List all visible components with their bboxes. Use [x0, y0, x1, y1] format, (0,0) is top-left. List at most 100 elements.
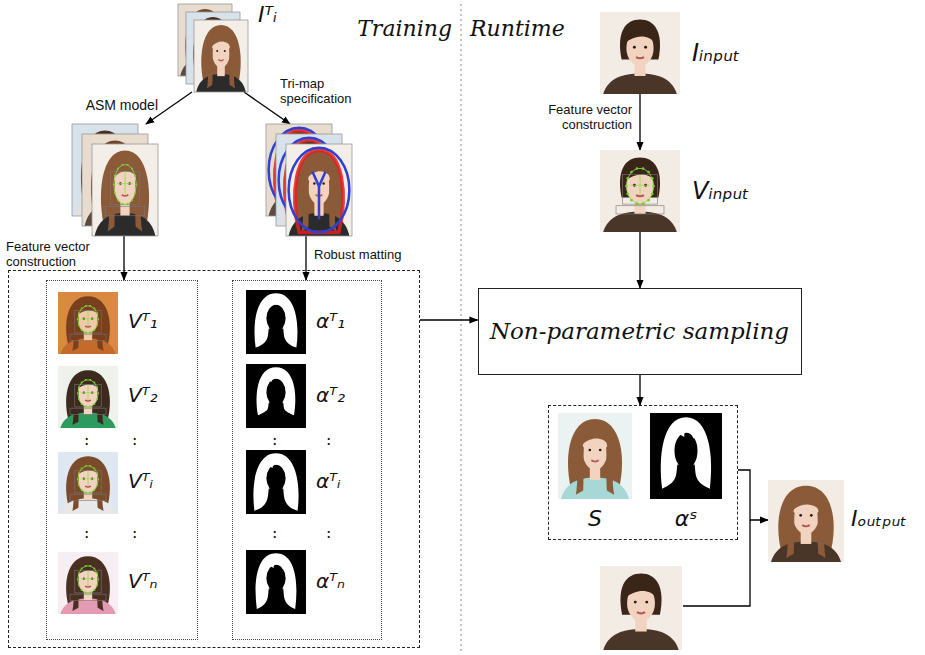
photo-picture — [246, 364, 306, 428]
feature-box — [75, 571, 101, 593]
mouth-line — [591, 460, 598, 461]
hair-matte — [257, 367, 296, 415]
asm-point — [96, 572, 98, 574]
asm-point — [89, 465, 91, 467]
photo-picture — [600, 12, 680, 94]
asm-point — [96, 312, 98, 314]
asm-point — [93, 568, 95, 570]
node-label: Vᵀₙ — [128, 570, 157, 593]
asm-point — [117, 168, 119, 170]
asm-point — [77, 318, 79, 320]
eye-dot — [313, 182, 315, 184]
hair-bangs — [792, 493, 821, 511]
shoulder-shape — [60, 499, 115, 515]
photo-picture — [72, 124, 158, 236]
node-label: αˢ — [650, 506, 722, 531]
node-label: Vᵢₙₚᵤₜ — [692, 178, 749, 206]
input-feature-photo: Vᵢₙₚᵤₜ — [600, 150, 680, 232]
asm-point — [121, 164, 123, 166]
feature-box — [70, 334, 106, 340]
asm-point — [81, 589, 83, 591]
ellipsis-mark: : — [84, 524, 89, 542]
hair-strand — [97, 314, 104, 351]
hair-matte — [256, 553, 297, 609]
shoulder-shape — [60, 413, 115, 429]
asm-point — [96, 484, 98, 486]
asm-point — [113, 183, 115, 185]
photo-picture — [558, 413, 632, 499]
process-box: Non-parametric sampling — [478, 288, 802, 375]
photo-background — [286, 144, 352, 236]
photo-picture — [246, 550, 306, 614]
photo-background — [194, 20, 248, 92]
photo-picture — [58, 366, 118, 428]
asm-point — [642, 167, 645, 170]
node-label: αᵀᵢ — [316, 470, 340, 493]
eye-dot — [633, 46, 636, 49]
asm-point — [625, 185, 628, 188]
hair-strand — [97, 574, 104, 611]
asm-point — [78, 584, 80, 586]
asm-point — [630, 199, 633, 202]
mouth-line — [122, 195, 129, 196]
edge-label: Feature vector construction — [6, 239, 118, 269]
asm-point — [97, 392, 99, 394]
photo-background — [600, 12, 680, 94]
matte-thumbnail: αᵀₙ — [246, 550, 306, 614]
photo-picture — [600, 150, 680, 232]
asm-point — [78, 324, 80, 326]
matte-background — [246, 290, 306, 354]
asm-point — [89, 592, 91, 594]
asm-point — [77, 478, 79, 480]
arrow-connector — [738, 470, 768, 520]
section-title: Runtime — [470, 16, 565, 41]
divider-line — [461, 4, 462, 651]
face-hole — [266, 305, 285, 332]
asm-point — [85, 406, 87, 408]
shoulder-shape — [603, 629, 678, 650]
face-hole — [266, 465, 285, 492]
hair-matte — [253, 453, 298, 511]
asm-point — [78, 484, 80, 486]
stacked-photo — [286, 144, 352, 236]
hair-bangs — [581, 427, 609, 446]
asm-point — [114, 175, 116, 177]
asm-point — [96, 472, 98, 474]
asm-point — [117, 199, 119, 201]
matte-thumbnail: αᵀᵢ — [246, 450, 306, 514]
ellipsis-mark: : — [132, 431, 137, 449]
asm-point — [85, 332, 87, 334]
arrow-connector — [305, 236, 306, 280]
photo-background — [58, 292, 118, 354]
arrow-connector — [639, 375, 640, 405]
sample-photo: S — [558, 413, 632, 499]
hair-strand — [229, 46, 235, 89]
output-photo: Iₒᵤₜₚᵤₜ — [768, 480, 844, 562]
asm-contour — [78, 306, 98, 333]
hair-strand — [606, 444, 614, 495]
feature-vector-column: Vᵀ₁Vᵀ₂VᵀᵢVᵀₙ:::: — [46, 280, 198, 640]
asm-point — [81, 568, 83, 570]
asm-point — [89, 305, 91, 307]
asm-point — [93, 329, 95, 331]
photo-picture — [58, 552, 118, 614]
ellipsis-mark: : — [326, 524, 331, 542]
asm-point — [81, 329, 83, 331]
asm-point — [126, 203, 128, 205]
ellipsis-mark: : — [132, 524, 137, 542]
mouth-line — [637, 612, 645, 613]
hair-strand — [72, 314, 79, 351]
edge-label: Robust matting — [314, 247, 418, 262]
photo-background — [92, 144, 158, 236]
feature-box — [622, 175, 657, 205]
asm-lines — [81, 385, 95, 401]
shoulder-shape — [196, 74, 246, 92]
photo-frame — [92, 144, 158, 236]
node-label: Iₒᵤₜₚᵤₜ — [851, 506, 907, 531]
asm-point — [134, 175, 136, 177]
asm-point — [78, 572, 80, 574]
asm-point — [626, 193, 629, 196]
ellipsis-mark: : — [326, 431, 331, 449]
hair-matte — [254, 293, 297, 347]
